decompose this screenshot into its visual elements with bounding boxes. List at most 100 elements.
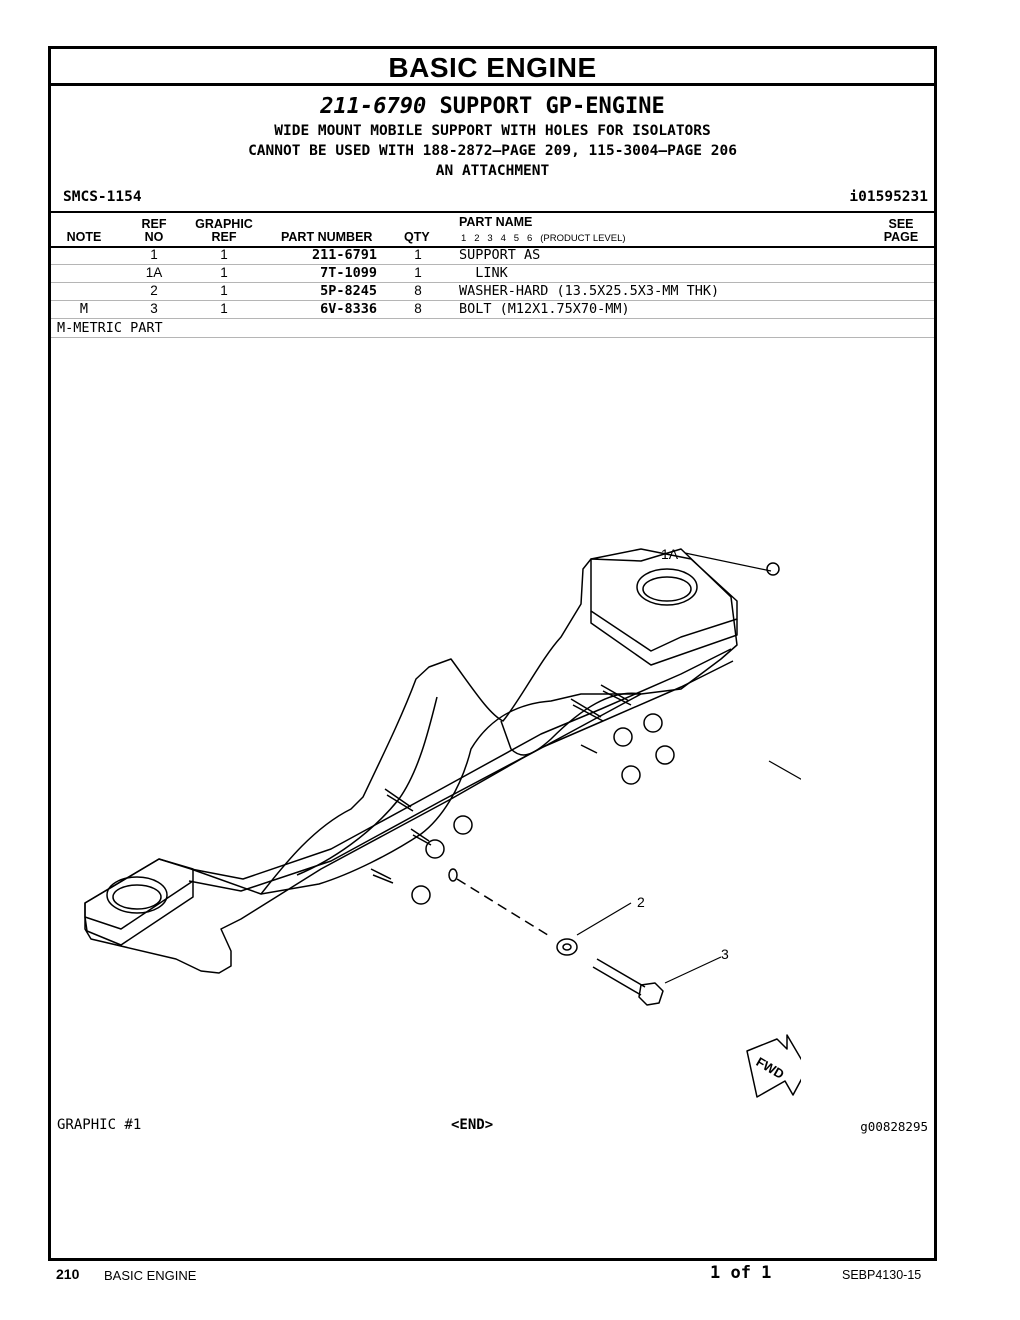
row-note: M: [79, 301, 89, 317]
right-pad-hole-inner: [642, 576, 692, 602]
row-ref: 3: [150, 301, 158, 316]
graphic-id: g00828295: [860, 1119, 928, 1134]
row-ref: 1A: [145, 265, 163, 280]
section-title-bar: BASIC ENGINE: [51, 49, 934, 86]
leader-2: [576, 902, 632, 936]
row-qty: 8: [414, 283, 422, 298]
hex-nut: [411, 885, 431, 905]
assembly-line: [456, 878, 552, 938]
col-graphic-bottom: REF: [211, 230, 237, 244]
bolt-3-shank: [592, 958, 646, 996]
hex-nut: [425, 839, 445, 859]
row-part-number: 6V-8336: [320, 301, 377, 317]
right-pad: [590, 548, 738, 652]
row-rule: [51, 282, 934, 283]
col-see-bottom: PAGE: [883, 230, 919, 244]
row-graphic: 1: [220, 247, 228, 262]
row-part-number: 5P-8245: [320, 283, 377, 299]
mount-hole: [448, 868, 458, 882]
footer-doc-id: SEBP4130-15: [842, 1268, 922, 1282]
support-rail: [190, 648, 732, 880]
hex-nut: [643, 713, 663, 733]
col-see-top: SEE: [888, 217, 914, 231]
footer-section: BASIC ENGINE: [104, 1268, 197, 1283]
stud: [370, 868, 394, 884]
row-ref: 1: [150, 247, 158, 262]
group-part-name: SUPPORT GP-ENGINE: [439, 94, 665, 119]
group-heading: 211-6790 SUPPORT GP-ENGINE: [51, 94, 934, 119]
row-rule: [51, 300, 934, 301]
stud: [384, 788, 414, 812]
leader-3: [664, 956, 722, 984]
left-bolt-group: [370, 788, 473, 905]
heading-line-3: AN ATTACHMENT: [435, 163, 550, 179]
row-graphic: 1: [220, 301, 228, 316]
row-part-name: WASHER-HARD (13.5X25.5X3-MM THK): [459, 283, 720, 299]
footer-page-of: 1 of 1: [710, 1263, 772, 1283]
left-pad-side: [84, 881, 194, 946]
heading-line-1: WIDE MOUNT MOBILE SUPPORT WITH HOLES FOR…: [274, 123, 711, 139]
support-body: [84, 548, 738, 974]
stud: [600, 684, 632, 706]
support-web-inner: [296, 696, 438, 876]
forward-arrow-icon: FWD: [746, 1034, 801, 1098]
bolt-3-head: [638, 982, 664, 1006]
smcs-code: SMCS-1154: [63, 189, 142, 205]
support-rail-lower: [188, 660, 734, 892]
right-pad-side: [590, 611, 738, 666]
section-title: BASIC ENGINE: [388, 52, 597, 83]
stud: [580, 744, 598, 754]
group-part-number: 211-6790: [320, 94, 427, 119]
stud: [570, 698, 604, 722]
washer-2-hole: [562, 943, 572, 951]
washer-2: [556, 938, 578, 956]
col-product-level: 1 2 3 4 5 6 (PRODUCT LEVEL): [461, 233, 626, 244]
callout-1a: 1A: [661, 546, 679, 562]
right-bolt-group: [570, 684, 675, 785]
col-note: NOTE: [66, 230, 102, 244]
heading-line-2: CANNOT BE USED WITH 188-2872—PAGE 209, 1…: [248, 143, 737, 159]
col-part-name: PART NAME: [459, 215, 533, 229]
left-pad-hole-inner: [112, 884, 162, 910]
graphic-number: GRAPHIC #1: [57, 1117, 142, 1133]
right-pad-hole: [636, 568, 698, 606]
col-graphic-top: GRAPHIC: [195, 217, 253, 231]
left-pad-hole: [106, 876, 168, 914]
col-part-number: PART NUMBER: [281, 230, 373, 244]
row-part-name: BOLT (M12X1.75X70-MM): [459, 301, 630, 317]
callout-3: 3: [721, 946, 729, 962]
metric-note: M-METRIC PART: [57, 320, 163, 336]
row-qty: 8: [414, 301, 422, 316]
row-qty: 1: [414, 265, 422, 280]
leader-1a: [684, 552, 772, 572]
header-bottom-rule: [51, 246, 934, 248]
fwd-label: FWD: [754, 1054, 787, 1082]
hex-nut: [453, 815, 473, 835]
support-web: [260, 693, 641, 895]
hex-nut: [655, 745, 675, 765]
row-qty: 1: [414, 247, 422, 262]
page-frame: BASIC ENGINE 211-6790 SUPPORT GP-ENGINE …: [48, 46, 937, 1261]
hex-nut: [613, 727, 633, 747]
link-1a: [766, 562, 780, 576]
col-ref-top: REF: [141, 217, 167, 231]
illustration-id: i01595231: [849, 189, 928, 205]
row-ref: 2: [150, 283, 158, 298]
row-part-number: 7T-1099: [320, 265, 377, 281]
table-top-rule: [51, 211, 934, 213]
left-pad: [84, 858, 194, 930]
row-graphic: 1: [220, 283, 228, 298]
support-group-illustration: 1A 1 2 3 FWD: [84, 546, 801, 1098]
row-part-name: SUPPORT AS: [459, 247, 541, 263]
row-rule: [51, 318, 934, 319]
hex-nut: [621, 765, 641, 785]
row-rule: [51, 264, 934, 265]
leader-1: [768, 760, 801, 780]
callout-2: 2: [637, 894, 645, 910]
row-part-name: LINK: [459, 265, 508, 281]
row-part-number: 211-6791: [311, 247, 377, 263]
row-rule: [51, 337, 934, 338]
support-web-edge: [500, 692, 642, 756]
col-ref-bottom: NO: [144, 230, 164, 244]
end-marker: <END>: [451, 1117, 494, 1133]
